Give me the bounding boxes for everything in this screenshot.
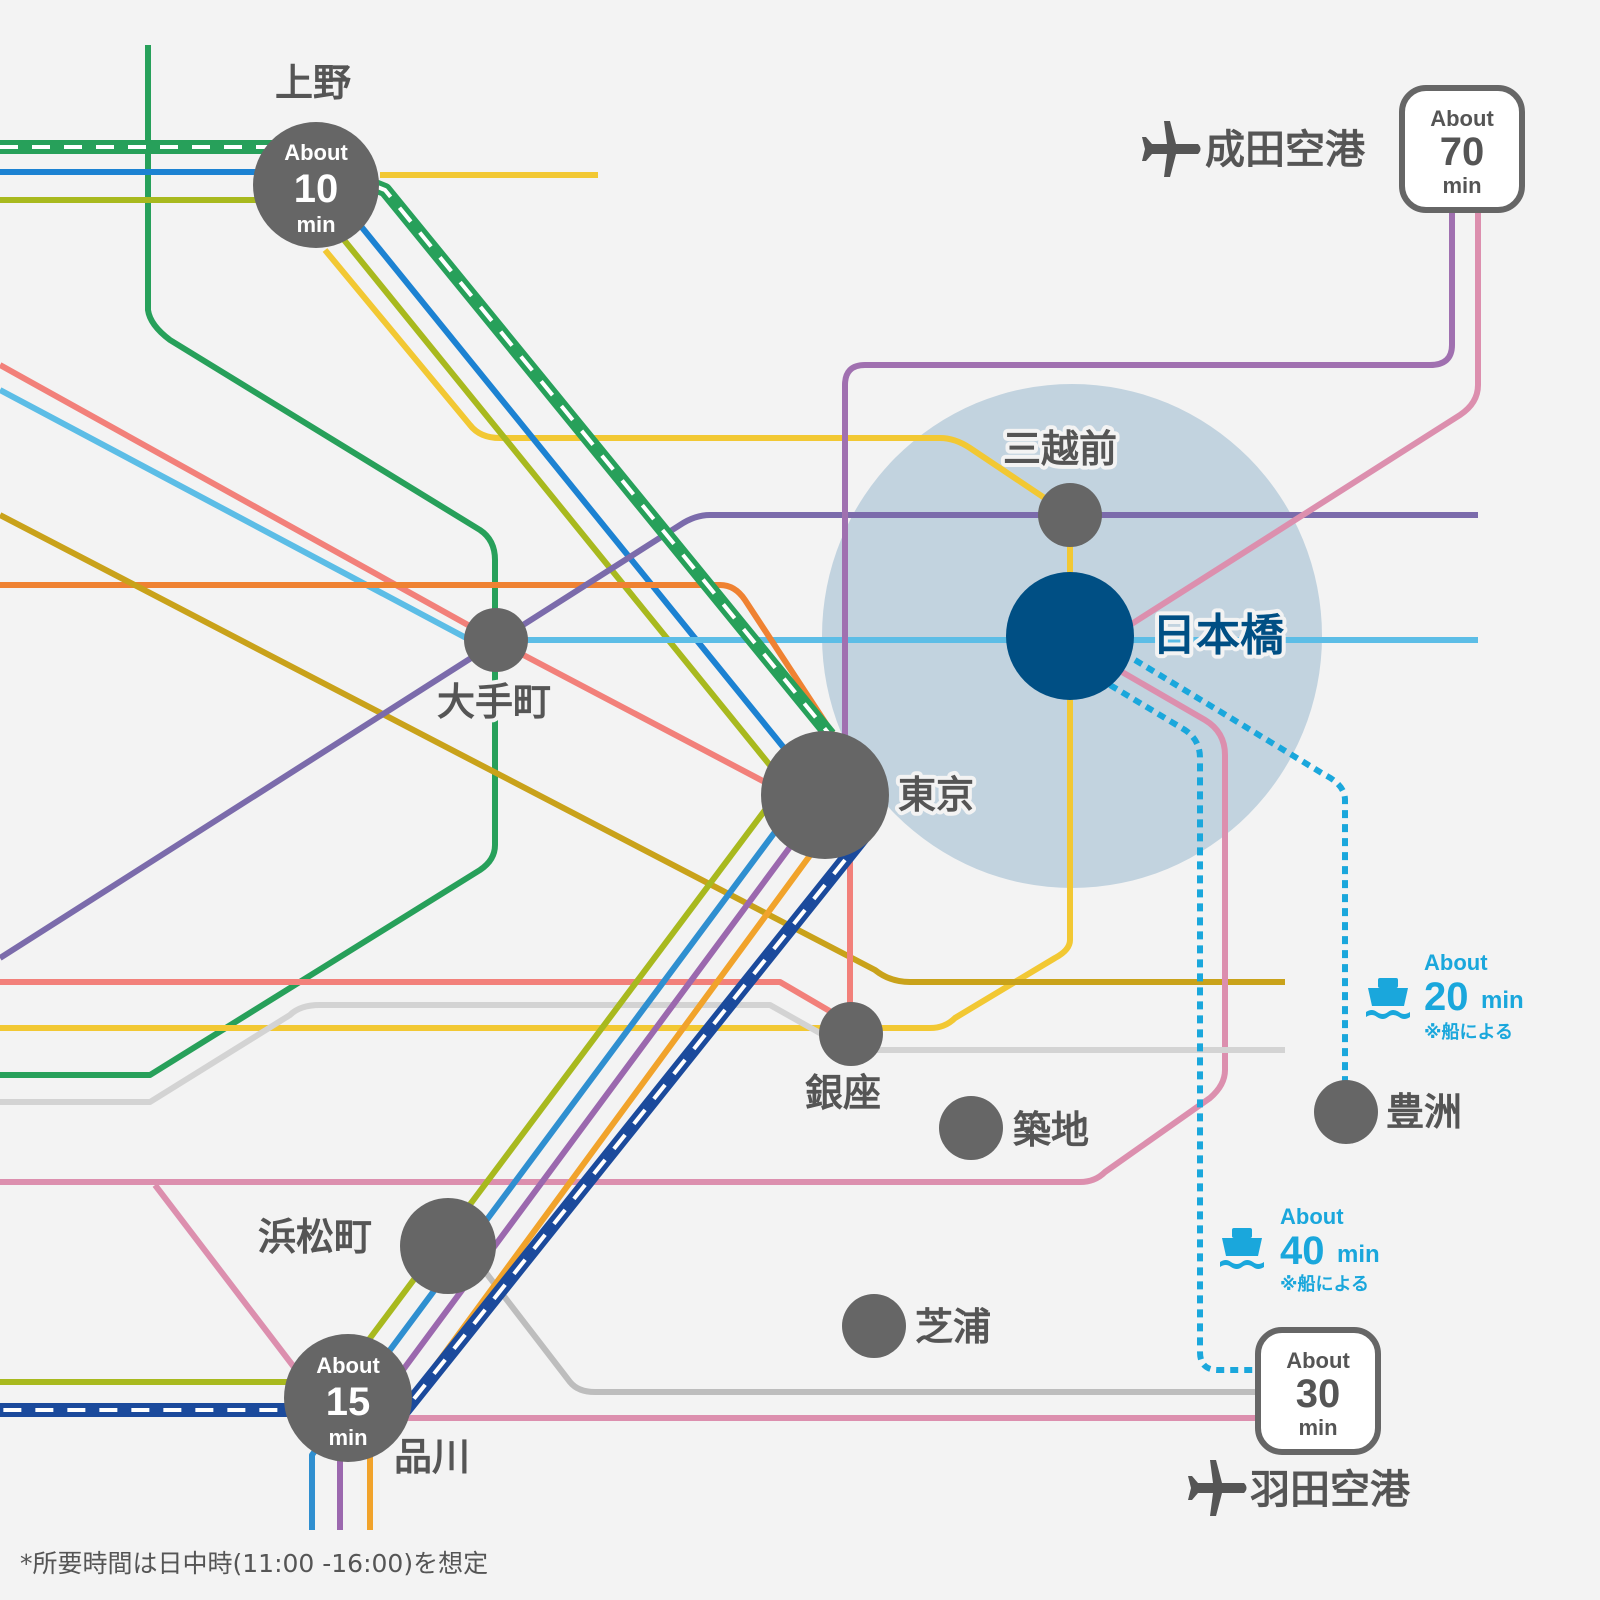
station-hamamatsucho-marker[interactable] bbox=[400, 1198, 496, 1294]
shinagawa-about: About bbox=[316, 1353, 380, 1378]
ueno-about: About bbox=[284, 140, 348, 165]
station-label-shinagawa: 品川 bbox=[394, 1435, 470, 1479]
station-label-toyosu: 豊洲 bbox=[1386, 1090, 1462, 1134]
line-orange bbox=[0, 582, 843, 747]
station-ueno-marker[interactable] bbox=[253, 122, 379, 248]
ferry-haneda-about: About bbox=[1280, 1204, 1344, 1229]
line-grey-haneda bbox=[477, 1263, 1260, 1395]
station-nihonbashi-marker[interactable] bbox=[1006, 572, 1134, 700]
line-purple-narita bbox=[842, 210, 1455, 760]
haneda-minutes: 30 bbox=[1296, 1372, 1341, 1416]
line-blue-south bbox=[309, 803, 798, 1530]
station-label-shibaura: 芝浦 bbox=[915, 1305, 991, 1349]
station-label-tokyo: 東京 bbox=[898, 773, 974, 817]
shinagawa-travel-time: About 15 min bbox=[316, 1353, 380, 1450]
narita-airport-name: 成田空港 bbox=[1205, 127, 1366, 173]
station-ginza-marker[interactable] bbox=[819, 1002, 883, 1066]
haneda-airport-name: 羽田空港 bbox=[1250, 1467, 1411, 1513]
line-lime-south bbox=[332, 788, 783, 1387]
ferry-toyosu-note: ※船による bbox=[1424, 1021, 1513, 1043]
station-tsukiji-marker[interactable] bbox=[939, 1096, 1003, 1160]
footnote: *所要時間は日中時(11:00 -16:00)を想定 bbox=[20, 1549, 488, 1578]
station-label-ginza: 銀座 bbox=[805, 1071, 881, 1115]
haneda-about: About bbox=[1286, 1348, 1350, 1373]
narita-unit: min bbox=[1442, 173, 1481, 198]
narita-about: About bbox=[1430, 106, 1494, 131]
station-tokyo-marker[interactable] bbox=[761, 731, 889, 859]
ferry-info-haneda: About 40 min ※船による bbox=[1220, 1204, 1380, 1295]
station-otemachi-marker[interactable] bbox=[464, 608, 528, 672]
line-pink-haneda bbox=[152, 1183, 1260, 1421]
ueno-travel-time: About 10 min bbox=[284, 140, 348, 237]
narita-time-box bbox=[1399, 85, 1525, 213]
ferry-route-toyosu bbox=[1133, 657, 1348, 1085]
ferry-routes bbox=[1108, 657, 1348, 1373]
ferry-haneda-unit: min bbox=[1337, 1241, 1380, 1268]
line-purple bbox=[0, 512, 1478, 961]
line-pink-narita bbox=[1128, 210, 1481, 628]
airplane-icon bbox=[1142, 121, 1201, 177]
line-mustard bbox=[0, 512, 1285, 985]
ferry-icon bbox=[1366, 978, 1410, 1019]
line-grey bbox=[0, 1002, 1285, 1105]
station-label-mitsukoshimae: 三越前 bbox=[1003, 427, 1117, 471]
station-label-nihonbashi: 日本橋 bbox=[1152, 610, 1284, 661]
ferry-info-toyosu: About 20 min ※船による bbox=[1366, 950, 1524, 1043]
station-toyosu-marker[interactable] bbox=[1314, 1080, 1378, 1144]
haneda-unit: min bbox=[1298, 1415, 1337, 1440]
station-label-tsukiji: 築地 bbox=[1013, 1108, 1089, 1152]
line-lime-diag bbox=[337, 233, 793, 792]
ferry-toyosu-about: About bbox=[1424, 950, 1488, 975]
station-label-ueno: 上野 bbox=[275, 61, 351, 105]
ferry-haneda-note: ※船による bbox=[1280, 1273, 1369, 1295]
station-shinagawa-marker[interactable] bbox=[284, 1334, 412, 1462]
ueno-unit: min bbox=[296, 212, 335, 237]
ferry-toyosu-minutes: 20 bbox=[1424, 975, 1469, 1019]
line-pink-bottom bbox=[0, 662, 1228, 1185]
haneda-airport[interactable]: About 30 min 羽田空港 bbox=[1188, 1327, 1415, 1517]
airplane-icon bbox=[1188, 1460, 1247, 1516]
narita-minutes: 70 bbox=[1440, 130, 1485, 174]
station-label-otemachi: 大手町 bbox=[437, 680, 551, 724]
station-labels: 上野 大手町 東京 三越前 日本橋 銀座 築地 浜松町 品川 芝浦 豊洲 bbox=[254, 57, 1466, 1483]
ferry-icon bbox=[1220, 1228, 1264, 1269]
ueno-minutes: 10 bbox=[294, 167, 339, 211]
line-dark-green bbox=[0, 45, 498, 1078]
ferry-haneda-minutes: 40 bbox=[1280, 1229, 1325, 1273]
haneda-time-box bbox=[1255, 1327, 1381, 1455]
shinagawa-minutes: 15 bbox=[326, 1380, 371, 1424]
line-blue-diag bbox=[357, 223, 813, 782]
station-mitsukoshimae-marker[interactable] bbox=[1038, 483, 1102, 547]
station-shibaura-marker[interactable] bbox=[842, 1294, 906, 1358]
narita-airport[interactable]: About 70 min 成田空港 bbox=[1142, 85, 1525, 213]
station-label-hamamatsucho: 浜松町 bbox=[258, 1215, 372, 1259]
shinagawa-unit: min bbox=[328, 1425, 367, 1450]
ferry-toyosu-unit: min bbox=[1481, 987, 1524, 1014]
stations bbox=[253, 122, 1378, 1462]
